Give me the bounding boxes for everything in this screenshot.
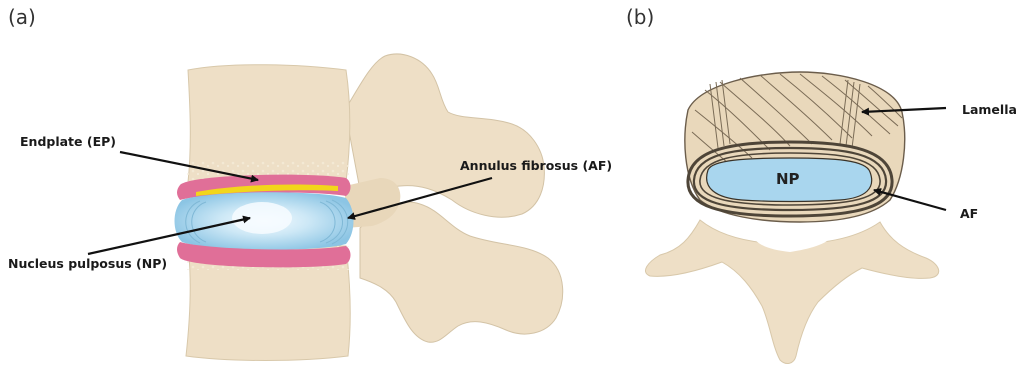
label-lamella: Lamella: [962, 102, 1017, 117]
label-af: AF: [960, 206, 978, 221]
panel-b: (b): [626, 5, 1017, 363]
label-np: NP: [776, 170, 800, 188]
label-nucleus-pulposus: Nucleus pulposus (NP): [8, 256, 167, 271]
panel-a: (a) Endplate (: [8, 5, 612, 361]
label-endplate: Endplate (EP): [20, 134, 116, 149]
panel-a-label: (a): [8, 5, 36, 29]
panel-b-label: (b): [626, 5, 654, 29]
nucleus-core: [232, 202, 292, 234]
spinous-process-lower: [360, 202, 563, 342]
label-annulus-fibrosus: Annulus fibrosus (AF): [460, 158, 612, 173]
